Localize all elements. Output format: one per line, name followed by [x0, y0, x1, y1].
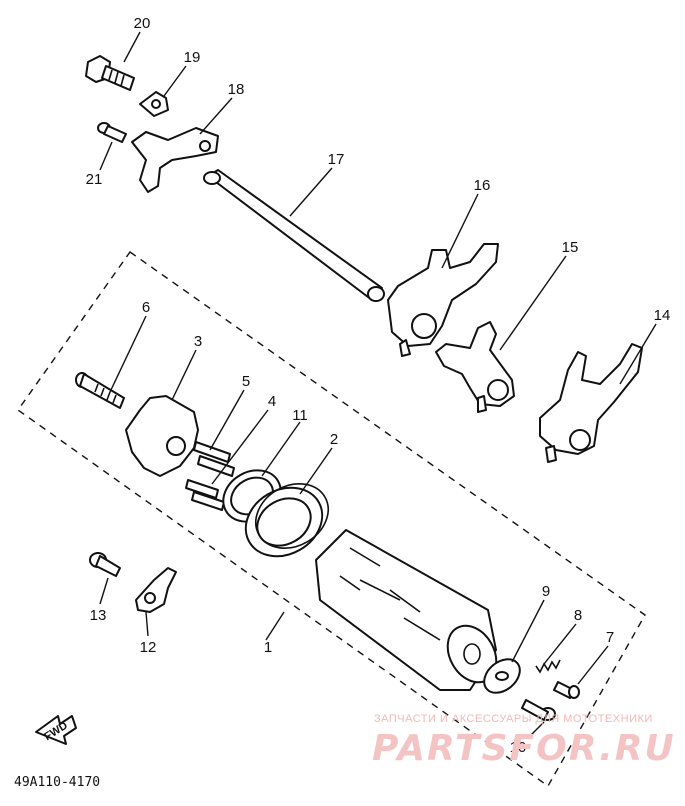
part-1-shift-cam [315, 529, 498, 691]
part-number-4: 4 [268, 393, 276, 410]
part-7-plunger [553, 681, 580, 699]
part-2-bearing [244, 483, 329, 558]
part-3-segment [125, 395, 199, 477]
part-number-20: 20 [134, 15, 151, 32]
part-number-9: 9 [542, 583, 550, 600]
part-16-shift-fork [387, 243, 499, 357]
part-number-2: 2 [330, 431, 338, 448]
part-21-screw [97, 122, 127, 143]
part-number-5: 5 [242, 373, 250, 390]
part-number-10: 10 [510, 739, 527, 756]
part-number-21: 21 [86, 171, 103, 188]
part-number-17: 17 [328, 151, 345, 168]
part-20-bolt [85, 55, 135, 91]
part-9-washer [483, 658, 521, 694]
leader-lines [99, 31, 657, 739]
part-15-shift-fork [435, 321, 515, 413]
part-number-18: 18 [228, 81, 245, 98]
part-number-8: 8 [574, 607, 582, 624]
part-number-7: 7 [606, 629, 614, 646]
part-13-screw [89, 552, 121, 577]
part-number-14: 14 [654, 307, 671, 324]
part-12-stopper-lever [135, 567, 177, 613]
part-5-pins [193, 441, 235, 477]
part-number-13: 13 [90, 607, 107, 624]
part-17-shift-fork-shaft [203, 169, 385, 302]
watermark-brand: PARTSFOR.RU [372, 728, 676, 769]
watermark-tagline: ЗАПЧАСТИ И АКСЕССУАРЫ ДЛЯ МОТОТЕХНИКИ [374, 713, 653, 725]
drawing-code: 49A110-4170 [14, 775, 100, 790]
assembly-boundary [17, 251, 646, 788]
part-number-11: 11 [292, 407, 308, 424]
part-number-12: 12 [140, 639, 157, 656]
part-number-15: 15 [562, 239, 579, 256]
part-14-shift-fork [539, 343, 643, 463]
part-4-pins [185, 479, 225, 511]
fwd-arrow-icon: FWD [35, 715, 77, 745]
part-number-3: 3 [194, 333, 202, 350]
part-10-screw [521, 699, 556, 721]
part-number-16: 16 [474, 177, 491, 194]
part-number-1: 1 [264, 639, 272, 656]
part-18-bracket [131, 127, 219, 193]
part-8-spring [535, 659, 561, 674]
part-number-6: 6 [142, 299, 150, 316]
part-number-19: 19 [184, 49, 201, 66]
part-11-circlip [222, 469, 282, 523]
